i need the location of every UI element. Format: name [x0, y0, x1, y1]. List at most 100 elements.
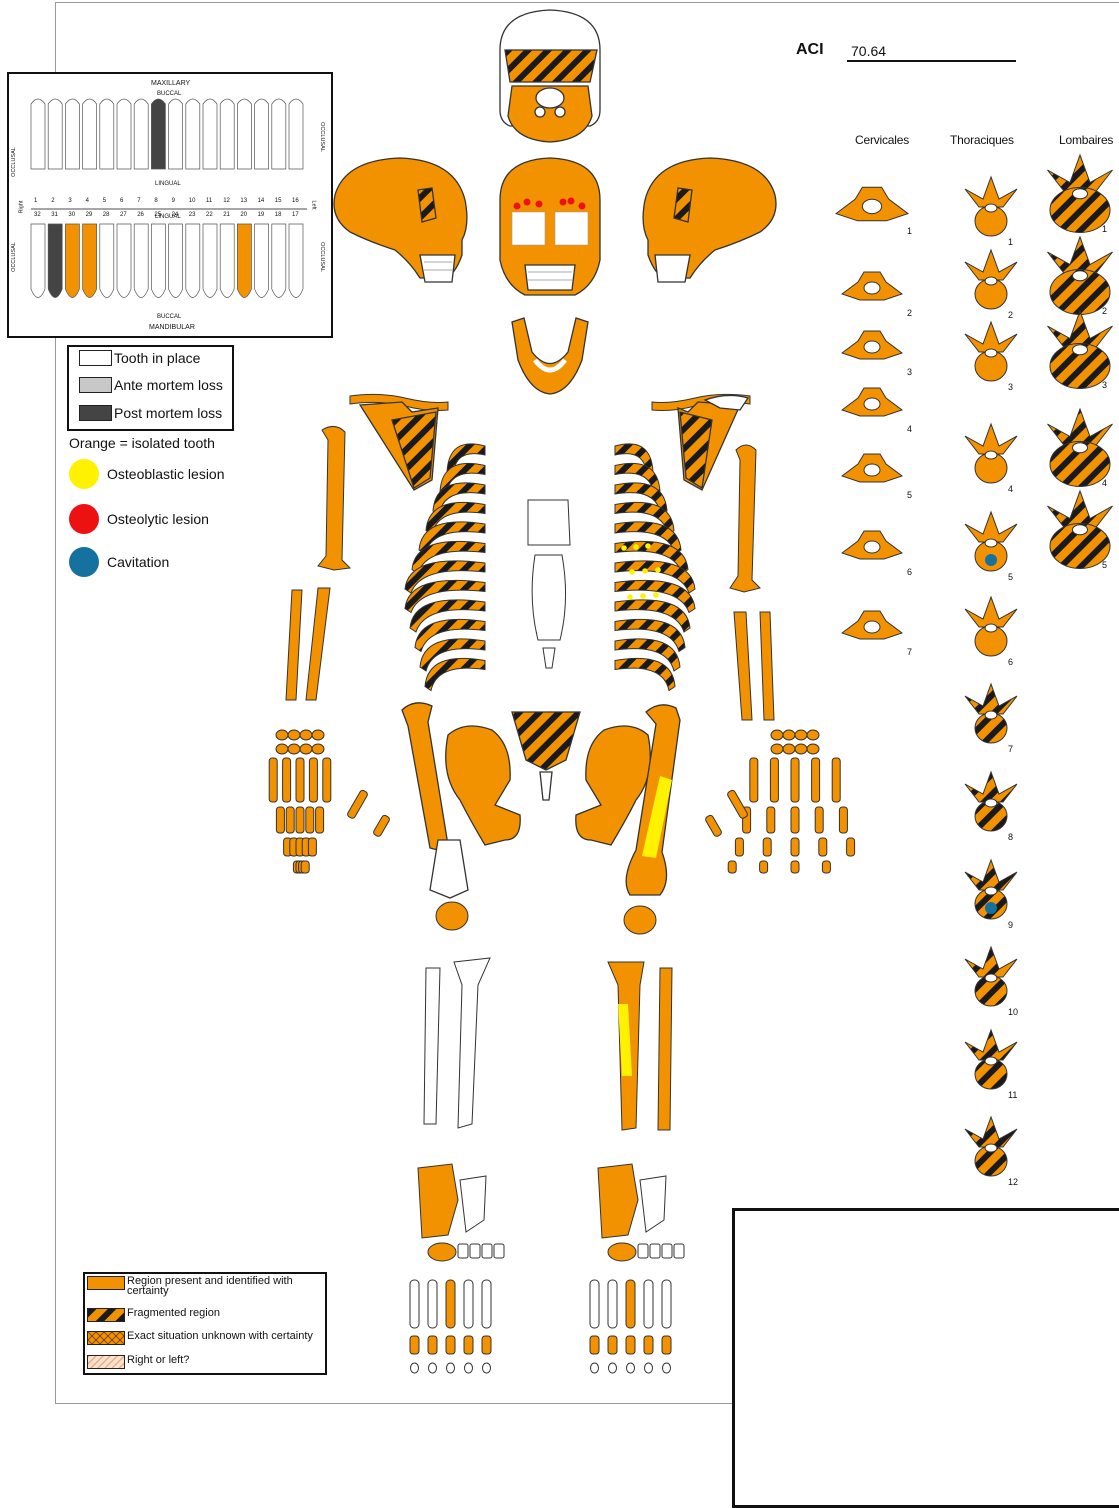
vertebral-arch — [1048, 155, 1113, 193]
upper-tooth-number: 4 — [86, 198, 89, 204]
upper-tooth-number: 14 — [258, 198, 265, 204]
ribs-left — [615, 444, 695, 691]
tarsal — [458, 1244, 468, 1258]
upper-tooth-number: 10 — [189, 198, 196, 204]
carpal-bone — [771, 744, 783, 754]
tooth-legend-label: Ante mortem loss — [114, 377, 223, 393]
upper-tooth-number: 1 — [34, 198, 37, 204]
teeth-drawing — [9, 74, 331, 336]
vertebral-foramen — [864, 464, 880, 476]
vertebral-foramen — [985, 451, 997, 459]
calcaneus — [598, 1164, 638, 1238]
vertebral-foramen — [985, 349, 997, 357]
upper-tooth-number: 2 — [51, 198, 54, 204]
upper-tooth — [220, 99, 234, 169]
phalanx — [791, 861, 799, 873]
lower-tooth-number: 24 — [172, 212, 179, 218]
phalanx — [791, 838, 799, 856]
lower-tooth — [31, 224, 45, 298]
upper-tooth — [237, 99, 251, 169]
lower-tooth-number: 26 — [137, 212, 144, 218]
mandible — [512, 318, 588, 394]
vertebral-foramen — [864, 341, 880, 353]
upper-tooth — [272, 99, 286, 169]
tarsal — [674, 1244, 684, 1258]
metatarsal — [626, 1280, 635, 1328]
vertebral-arch — [965, 250, 1017, 280]
phalanx — [770, 758, 778, 802]
vertebral-foramen — [864, 621, 880, 633]
cavitation-dot-icon — [69, 547, 99, 577]
vertebral-arch — [965, 177, 1017, 207]
lower-tooth — [255, 224, 269, 298]
lesion-legend-label: Osteoblastic lesion — [107, 466, 225, 482]
lower-tooth — [65, 224, 79, 298]
carpal-bone — [783, 744, 795, 754]
lower-tooth-number: 21 — [223, 212, 230, 218]
osteoblastic-dot-icon — [69, 459, 99, 489]
region-legend-label: Region present and identified with certa… — [127, 1276, 317, 1296]
vertebral-foramen — [985, 624, 997, 632]
phalanx — [728, 861, 736, 873]
navicular — [428, 1243, 456, 1261]
phalanx — [306, 807, 314, 833]
vertebral-arch — [1048, 491, 1113, 529]
phalanx — [767, 807, 775, 833]
vertebral-foramen — [1073, 271, 1088, 281]
metatarsal — [644, 1280, 653, 1328]
ante-mortem-swatch — [79, 377, 112, 393]
lower-tooth — [289, 224, 303, 298]
toe-phalanx — [428, 1336, 437, 1354]
vertebra-number: 2 — [1102, 306, 1107, 316]
pelvis — [446, 712, 651, 845]
scapula-left — [678, 395, 748, 490]
vertebral-foramen — [1073, 525, 1088, 535]
region-legend: Region present and identified with certa… — [83, 1272, 327, 1375]
phalanx — [316, 807, 324, 833]
vertebral-arch — [965, 1117, 1017, 1147]
thumb-bone — [373, 814, 391, 837]
skull-inferior-view — [500, 10, 600, 142]
forearm-left — [734, 612, 774, 720]
vertebral-arch — [1048, 409, 1113, 447]
upper-tooth — [289, 99, 303, 169]
phalanx — [812, 758, 820, 802]
lower-leg-left — [608, 962, 672, 1130]
vertebra-number: 4 — [1008, 484, 1013, 494]
foot-left — [590, 1164, 684, 1373]
aci-value-field[interactable]: 70.64 — [847, 42, 1016, 62]
vertebral-foramen — [985, 539, 997, 547]
lower-tooth — [117, 224, 131, 298]
vertebra-number: 3 — [1008, 382, 1013, 392]
post-mortem-swatch — [79, 405, 112, 421]
tarsal — [470, 1244, 480, 1258]
lower-tooth-number: 18 — [275, 212, 282, 218]
metatarsal — [590, 1280, 599, 1328]
toe-tip — [591, 1363, 599, 1373]
lower-tooth-number: 28 — [103, 212, 110, 218]
carpal-bone — [807, 730, 819, 740]
metatarsal — [482, 1280, 491, 1328]
lower-tooth-number: 20 — [240, 212, 247, 218]
vertebra-number: 4 — [907, 424, 912, 434]
upper-tooth — [134, 99, 148, 169]
phalanx — [308, 838, 316, 856]
dental-chart: MAXILLARY BUCCAL LINGUAL LINGUAL BUCCAL … — [7, 72, 333, 338]
vertebral-foramen — [985, 204, 997, 212]
upper-tooth — [255, 99, 269, 169]
carpal-bone — [276, 744, 288, 754]
vertebral-foramen — [1073, 189, 1088, 199]
phalanx — [301, 861, 309, 873]
vertebra-number: 5 — [1102, 560, 1107, 570]
upper-tooth-number: 11 — [206, 198, 212, 204]
toe-tip — [645, 1363, 653, 1373]
toe-tip — [627, 1363, 635, 1373]
toe-phalanx — [662, 1336, 671, 1354]
metatarsal — [410, 1280, 419, 1328]
vertebral-foramen — [985, 711, 997, 719]
skull-lateral-left — [643, 158, 776, 282]
lower-tooth — [134, 224, 148, 298]
foot-right — [410, 1164, 504, 1373]
carpal-bone — [312, 730, 324, 740]
upper-tooth — [83, 99, 97, 169]
